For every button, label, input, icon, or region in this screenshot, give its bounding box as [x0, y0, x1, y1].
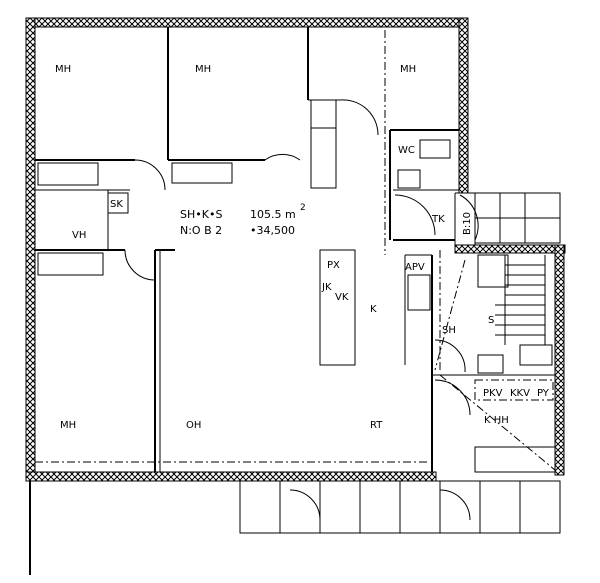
room-k: K [370, 304, 377, 315]
axis-lines [35, 30, 556, 471]
room-s: S [488, 315, 494, 326]
summary-area: 105.5 m [250, 208, 296, 221]
room-sk: SK [110, 199, 123, 210]
room-mh-3: MH [400, 64, 416, 75]
summary-area-sup: 2 [300, 203, 306, 213]
exterior-walls [25, 17, 566, 575]
room-rt: RT [370, 420, 383, 431]
label-apv: APV [405, 262, 425, 273]
room-vh: VH [72, 230, 86, 241]
label-b10: B:10 [462, 212, 473, 235]
balcony-tiles [239, 192, 561, 534]
doors [124, 99, 479, 521]
room-sh: SH [442, 325, 456, 336]
label-vk: VK [335, 292, 349, 303]
label-kkv: KKV [510, 388, 530, 399]
stairs [495, 255, 546, 345]
plan-summary: SH•K•S 105.5 m 2 N:O B 2 •34,500 [180, 203, 306, 237]
label-py: PY [537, 388, 550, 399]
summary-type: SH•K•S [180, 208, 222, 221]
room-wc: WC [398, 145, 415, 156]
room-tk: TK [431, 214, 445, 225]
room-mh-1: MH [55, 64, 71, 75]
label-pkv: PKV [483, 388, 503, 399]
label-jk: JK [321, 282, 332, 293]
summary-code: N:O B 2 [180, 224, 222, 237]
room-khh: K HH [484, 415, 509, 426]
fixtures [37, 99, 561, 534]
room-oh: OH [186, 420, 201, 431]
room-mh-4: MH [60, 420, 76, 431]
room-labels: MH MH MH MH VH SK OH RT K PX JK VK WC TK… [55, 64, 550, 431]
summary-price: •34,500 [250, 224, 295, 237]
label-px: PX [327, 260, 340, 271]
room-mh-2: MH [195, 64, 211, 75]
